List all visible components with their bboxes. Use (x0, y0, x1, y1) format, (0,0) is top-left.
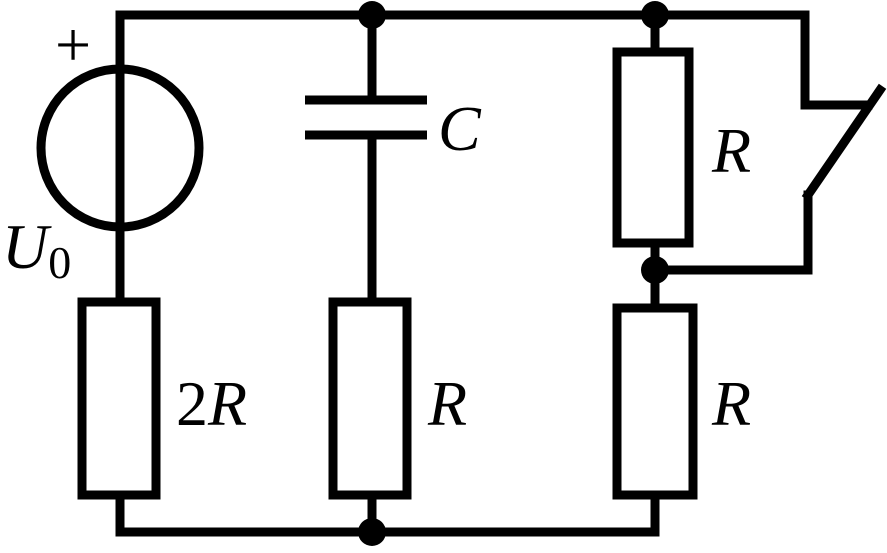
resistor-right-bottom-label: R (711, 368, 751, 439)
resistor-right-top: R (612, 47, 751, 248)
source-label: U0 (2, 211, 71, 288)
capacitor-label: C (438, 93, 482, 164)
resistor-2r-symbol: R (207, 368, 247, 439)
resistor-left-bottom: 2R (77, 297, 247, 500)
junction-bottom-middle (358, 518, 386, 546)
source-label-symbol: U (2, 211, 52, 282)
resistor-2r-body (77, 297, 161, 500)
switch-return-wire (650, 190, 813, 275)
resistor-right-top-body (612, 47, 694, 248)
junction-top-right (641, 1, 669, 29)
resistor-middle-bottom: R (328, 297, 467, 500)
resistor-2r-coefficient: 2 (176, 368, 208, 439)
voltage-source: + U0 (2, 9, 204, 288)
resistor-right-bottom: R (612, 303, 751, 500)
top-rail-wire (115, 10, 810, 110)
source-circle (36, 64, 204, 232)
junction-right-middle (641, 256, 669, 284)
junction-nodes (358, 1, 669, 546)
capacitor: C (305, 93, 482, 164)
resistor-right-top-label: R (711, 115, 751, 186)
resistor-right-bottom-body (612, 303, 698, 500)
source-label-subscript: 0 (48, 237, 71, 288)
resistor-middle-body (328, 297, 412, 500)
switch-blade (801, 83, 887, 202)
resistor-2r-label: 2R (176, 368, 247, 439)
resistor-middle-label: R (427, 368, 467, 439)
source-plus-sign: + (55, 9, 91, 80)
bottom-rail-wire (115, 490, 660, 537)
junction-top-middle (358, 1, 386, 29)
switch (800, 83, 887, 202)
wires (115, 10, 813, 537)
